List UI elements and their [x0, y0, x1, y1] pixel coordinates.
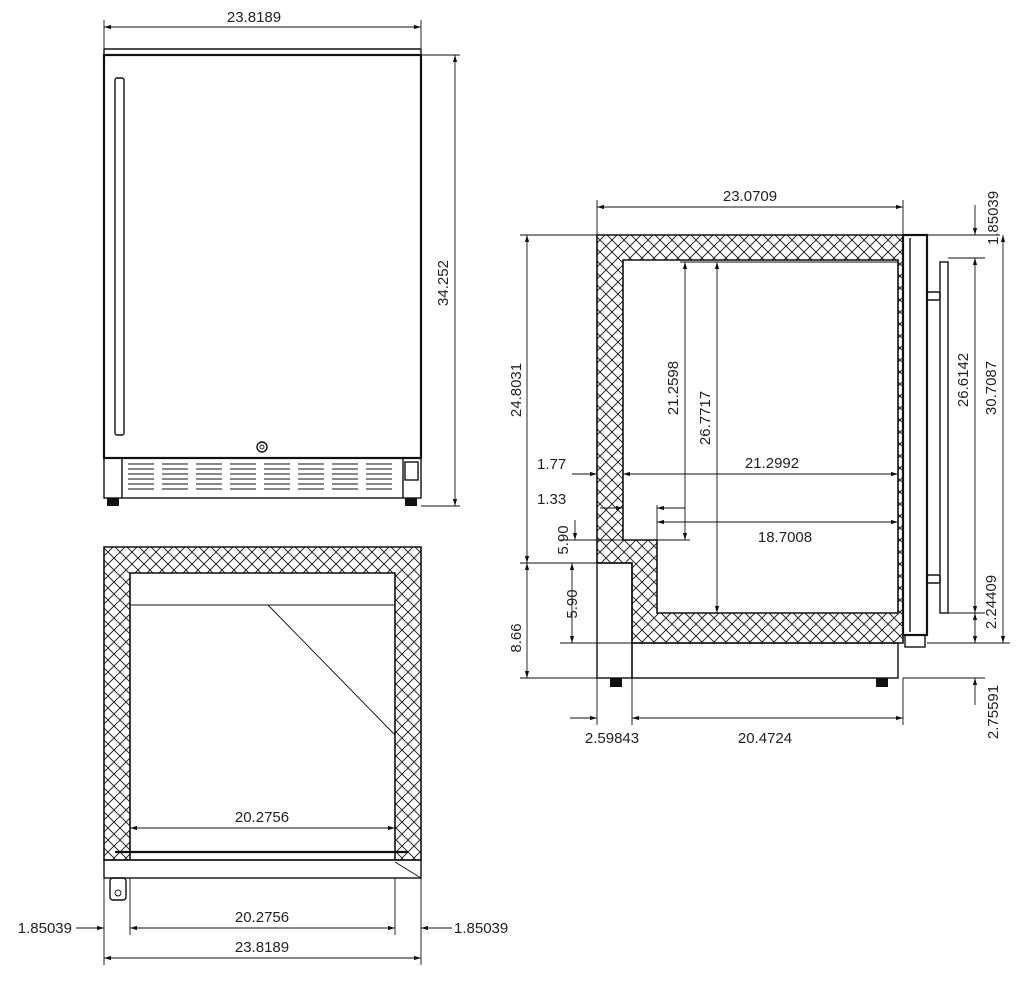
front-foot-left	[107, 498, 119, 506]
front-height-label: 34.252	[435, 260, 452, 306]
side-base-height-label: 8.66	[508, 623, 525, 652]
top-door-width-label: 20.2756	[235, 909, 289, 926]
side-view: 23.0709 1.85039 26.6142 30.7087 2.24409 …	[508, 188, 1010, 747]
side-base-step-height-label: 5.90	[564, 589, 581, 618]
top-side-right-label: 1.85039	[454, 920, 508, 937]
lock-icon	[256, 441, 268, 453]
side-base-depth-label: 20.4724	[738, 730, 792, 747]
front-door	[102, 53, 423, 460]
side-rear-offset-label: 2.59843	[585, 730, 639, 747]
top-door	[103, 859, 422, 879]
side-left-wall-label: 1.77	[537, 456, 566, 473]
side-insulation	[596, 234, 904, 644]
side-top-thickness-label: 1.85039	[985, 191, 1002, 245]
front-foot-right	[405, 498, 417, 506]
top-total-width-label: 23.8189	[235, 939, 289, 956]
vent-slots	[128, 463, 392, 490]
top-view: 20.2756 1.85039 1.85039 20.2756 23.8189	[18, 546, 508, 965]
door-handle	[114, 77, 125, 436]
side-handle	[939, 261, 949, 614]
side-inner-height-label: 26.7717	[697, 391, 714, 445]
side-door-bottom-label: 2.24409	[983, 575, 1000, 629]
base-grille	[103, 457, 422, 499]
side-cabinet-height-label: 24.8031	[508, 363, 525, 417]
side-base	[596, 562, 633, 679]
top-inner-width-label: 20.2756	[235, 809, 289, 826]
side-door	[901, 233, 929, 637]
side-leg-height-label: 2.75591	[985, 685, 1002, 739]
side-step-offset-label: 1.33	[537, 491, 566, 508]
front-width-label: 23.8189	[227, 9, 281, 26]
front-view: 23.8189 34.252	[102, 9, 460, 507]
side-inner-depth-upper-label: 21.2992	[745, 455, 799, 472]
side-door-height-label: 26.6142	[955, 353, 972, 407]
top-side-left-label: 1.85039	[18, 920, 72, 937]
side-inner-depth-lower-label: 18.7008	[758, 529, 812, 546]
side-depth-top-label: 23.0709	[723, 188, 777, 205]
side-inner-height-upper-label: 21.2598	[665, 361, 682, 415]
side-total-height-label: 30.7087	[983, 361, 1000, 415]
side-step-height-label: 5.90	[555, 525, 572, 554]
hinge-icon	[404, 461, 419, 481]
